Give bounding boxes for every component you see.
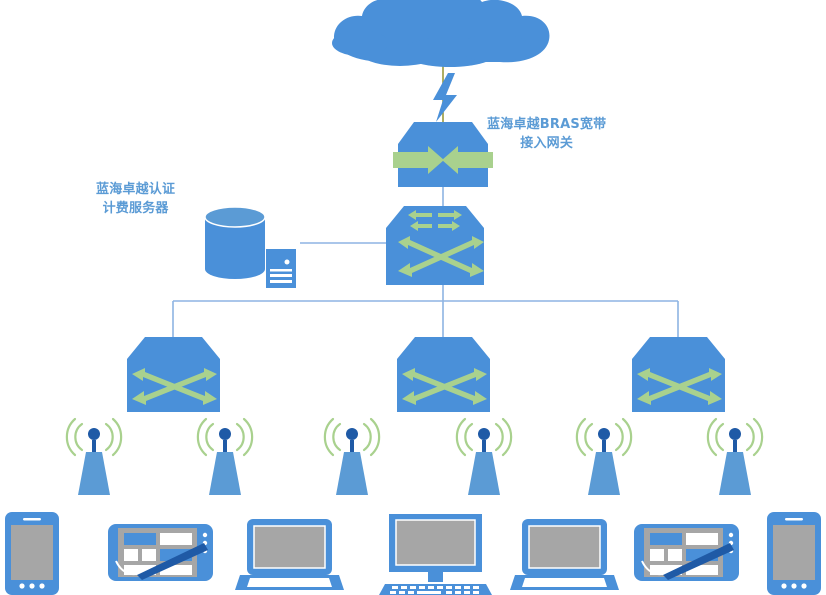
- bras-gateway-label: 蓝海卓越BRAS宽带 接入网关: [487, 115, 606, 153]
- internet-cloud: [332, 0, 550, 67]
- database-cylinder: [204, 206, 266, 279]
- tablet-left: [108, 524, 213, 581]
- bras-label-line-2: 接入网关: [520, 136, 574, 151]
- wifi-signal-arcs: [575, 417, 633, 457]
- smartphone-right: [767, 512, 821, 595]
- wifi-ap-5: [575, 417, 633, 495]
- wifi-ap-6: [706, 417, 764, 495]
- core-switch-top-arrows: [408, 210, 462, 231]
- aaa-server-label: 蓝海卓越认证 计费服务器: [96, 180, 175, 218]
- wifi-ap-3: [323, 417, 381, 495]
- wifi-ap-2: [196, 417, 254, 495]
- wifi-signal-arcs: [706, 417, 764, 457]
- wifi-signal-arcs: [65, 417, 123, 457]
- aaa-label-line-2: 计费服务器: [102, 201, 169, 216]
- wifi-ap-1: [65, 417, 123, 495]
- stylus-icon: [663, 543, 734, 580]
- access-switch-left-cross-arrows: [132, 368, 217, 405]
- connection-lines: [172, 62, 679, 337]
- core-switch-cross-arrows: [398, 236, 484, 277]
- antenna-tower: [78, 452, 110, 495]
- aaa-label-line-1: 蓝海卓越认证: [96, 182, 176, 197]
- aaa-server: [266, 249, 296, 288]
- laptop-left: [235, 519, 344, 590]
- desktop-center: [379, 514, 492, 595]
- stylus-icon: [137, 543, 208, 580]
- access-switch-center-cross-arrows: [402, 368, 487, 405]
- tablet-right: [634, 524, 739, 581]
- bras-label-line-1: 蓝海卓越BRAS宽带: [487, 117, 607, 132]
- keyboard-keys: [390, 586, 479, 594]
- antenna-head: [88, 428, 100, 440]
- smartphone-left: [5, 512, 59, 595]
- lightning-bolt-icon: [433, 73, 457, 122]
- wifi-ap-4: [455, 417, 513, 495]
- access-switch-right-cross-arrows: [637, 368, 722, 405]
- access-switch-center: [397, 337, 490, 412]
- wifi-signal-arcs: [455, 417, 513, 457]
- bras-arrow-icons: [393, 146, 493, 174]
- access-switch-left: [127, 337, 220, 412]
- bras-gateway: [393, 122, 493, 187]
- wifi-signal-arcs: [196, 417, 254, 457]
- laptop-right: [510, 519, 619, 590]
- core-switch: [386, 206, 484, 285]
- wifi-signal-arcs: [323, 417, 381, 457]
- access-switch-right: [632, 337, 725, 412]
